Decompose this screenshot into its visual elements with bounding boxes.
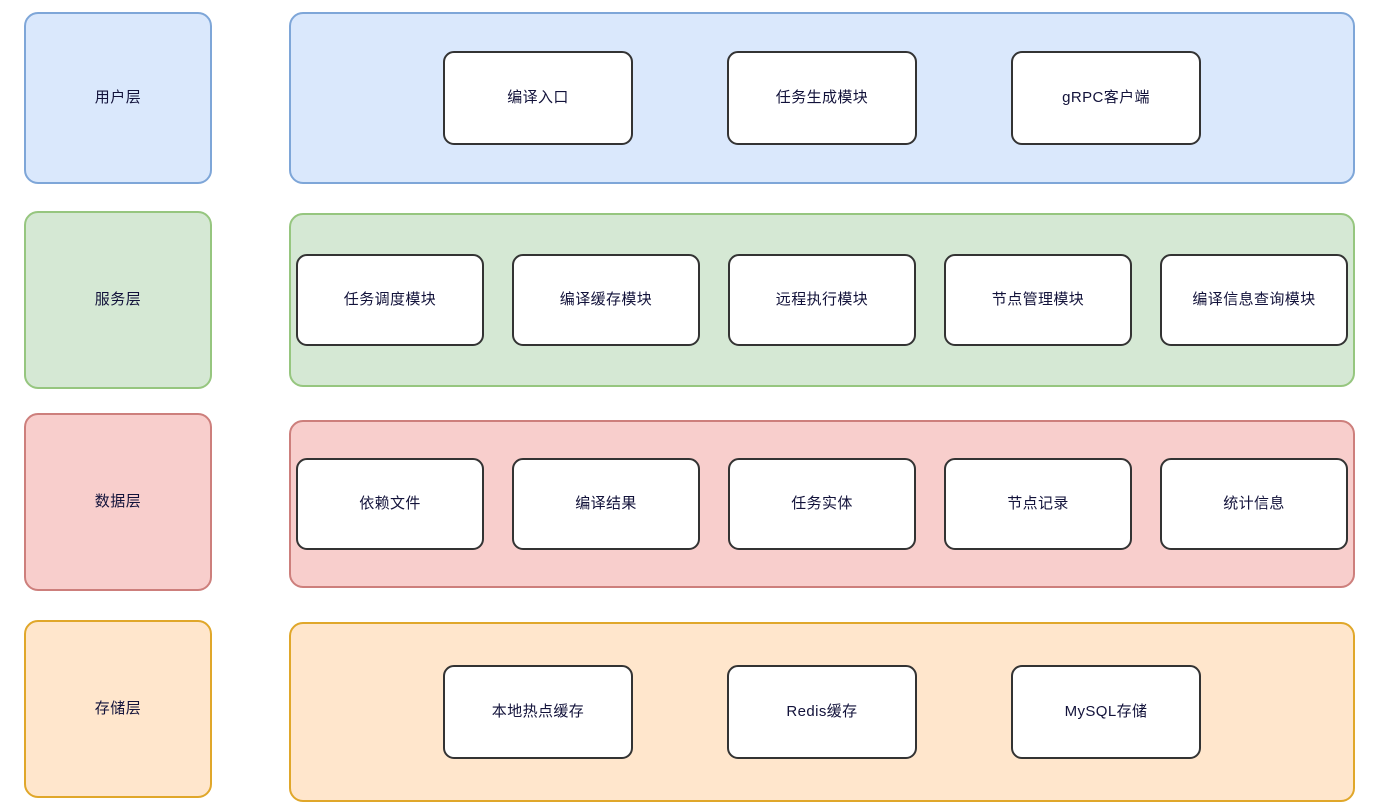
node-label: 任务生成模块 (775, 88, 869, 106)
node-label: 本地热点缓存 (491, 702, 585, 720)
node-compile-info-query-module[interactable]: 编译信息查询模块 (1160, 254, 1348, 346)
node-remote-execution-module[interactable]: 远程执行模块 (728, 254, 916, 346)
node-statistics-info[interactable]: 统计信息 (1160, 458, 1348, 550)
layer-label-text: 存储层 (94, 700, 142, 717)
node-label: 统计信息 (1223, 494, 1285, 512)
node-compile-cache-module[interactable]: 编译缓存模块 (512, 254, 700, 346)
layer-row-storage-layer: 存储层 本地热点缓存 Redis缓存 MySQL存储 (0, 610, 1379, 809)
layer-row-service-layer: 服务层 任务调度模块 编译缓存模块 远程执行模块 节点管理模块 编译信息查询模块 (0, 205, 1379, 400)
node-label: 编译结果 (575, 494, 637, 512)
node-label: 编译缓存模块 (559, 290, 653, 308)
node-redis-cache[interactable]: Redis缓存 (727, 665, 917, 759)
layer-band-service-layer: 任务调度模块 编译缓存模块 远程执行模块 节点管理模块 编译信息查询模块 (289, 213, 1355, 387)
layer-label-user-layer: 用户层 (24, 12, 212, 184)
node-label: 节点记录 (1007, 494, 1069, 512)
node-label: 编译信息查询模块 (1192, 290, 1316, 308)
node-node-records[interactable]: 节点记录 (944, 458, 1132, 550)
node-compile-results[interactable]: 编译结果 (512, 458, 700, 550)
node-label: 任务实体 (791, 494, 853, 512)
layer-row-user-layer: 用户层 编译入口 任务生成模块 gRPC客户端 (0, 0, 1379, 200)
layer-band-user-layer: 编译入口 任务生成模块 gRPC客户端 (289, 12, 1355, 184)
layer-band-data-layer: 依赖文件 编译结果 任务实体 节点记录 统计信息 (289, 420, 1355, 588)
node-label: 远程执行模块 (775, 290, 869, 308)
layer-label-service-layer: 服务层 (24, 211, 212, 389)
node-local-hot-cache[interactable]: 本地热点缓存 (443, 665, 633, 759)
node-label: MySQL存储 (1064, 702, 1148, 720)
node-grpc-client[interactable]: gRPC客户端 (1011, 51, 1201, 145)
layer-band-storage-layer: 本地热点缓存 Redis缓存 MySQL存储 (289, 622, 1355, 802)
layer-label-storage-layer: 存储层 (24, 620, 212, 798)
node-task-entity[interactable]: 任务实体 (728, 458, 916, 550)
node-label: 依赖文件 (359, 494, 421, 512)
layer-label-text: 服务层 (94, 291, 142, 308)
node-node-management-module[interactable]: 节点管理模块 (944, 254, 1132, 346)
node-dependency-files[interactable]: 依赖文件 (296, 458, 484, 550)
node-mysql-storage[interactable]: MySQL存储 (1011, 665, 1201, 759)
node-label: Redis缓存 (786, 702, 858, 720)
layer-label-data-layer: 数据层 (24, 413, 212, 591)
node-label: 任务调度模块 (343, 290, 437, 308)
node-task-generation-module[interactable]: 任务生成模块 (727, 51, 917, 145)
node-task-scheduling-module[interactable]: 任务调度模块 (296, 254, 484, 346)
layer-label-text: 数据层 (94, 493, 142, 510)
layer-label-text: 用户层 (94, 89, 142, 106)
node-label: 节点管理模块 (991, 290, 1085, 308)
layer-row-data-layer: 数据层 依赖文件 编译结果 任务实体 节点记录 统计信息 (0, 405, 1379, 605)
node-label: 编译入口 (507, 88, 569, 106)
node-label: gRPC客户端 (1062, 88, 1150, 106)
node-compile-entry[interactable]: 编译入口 (443, 51, 633, 145)
